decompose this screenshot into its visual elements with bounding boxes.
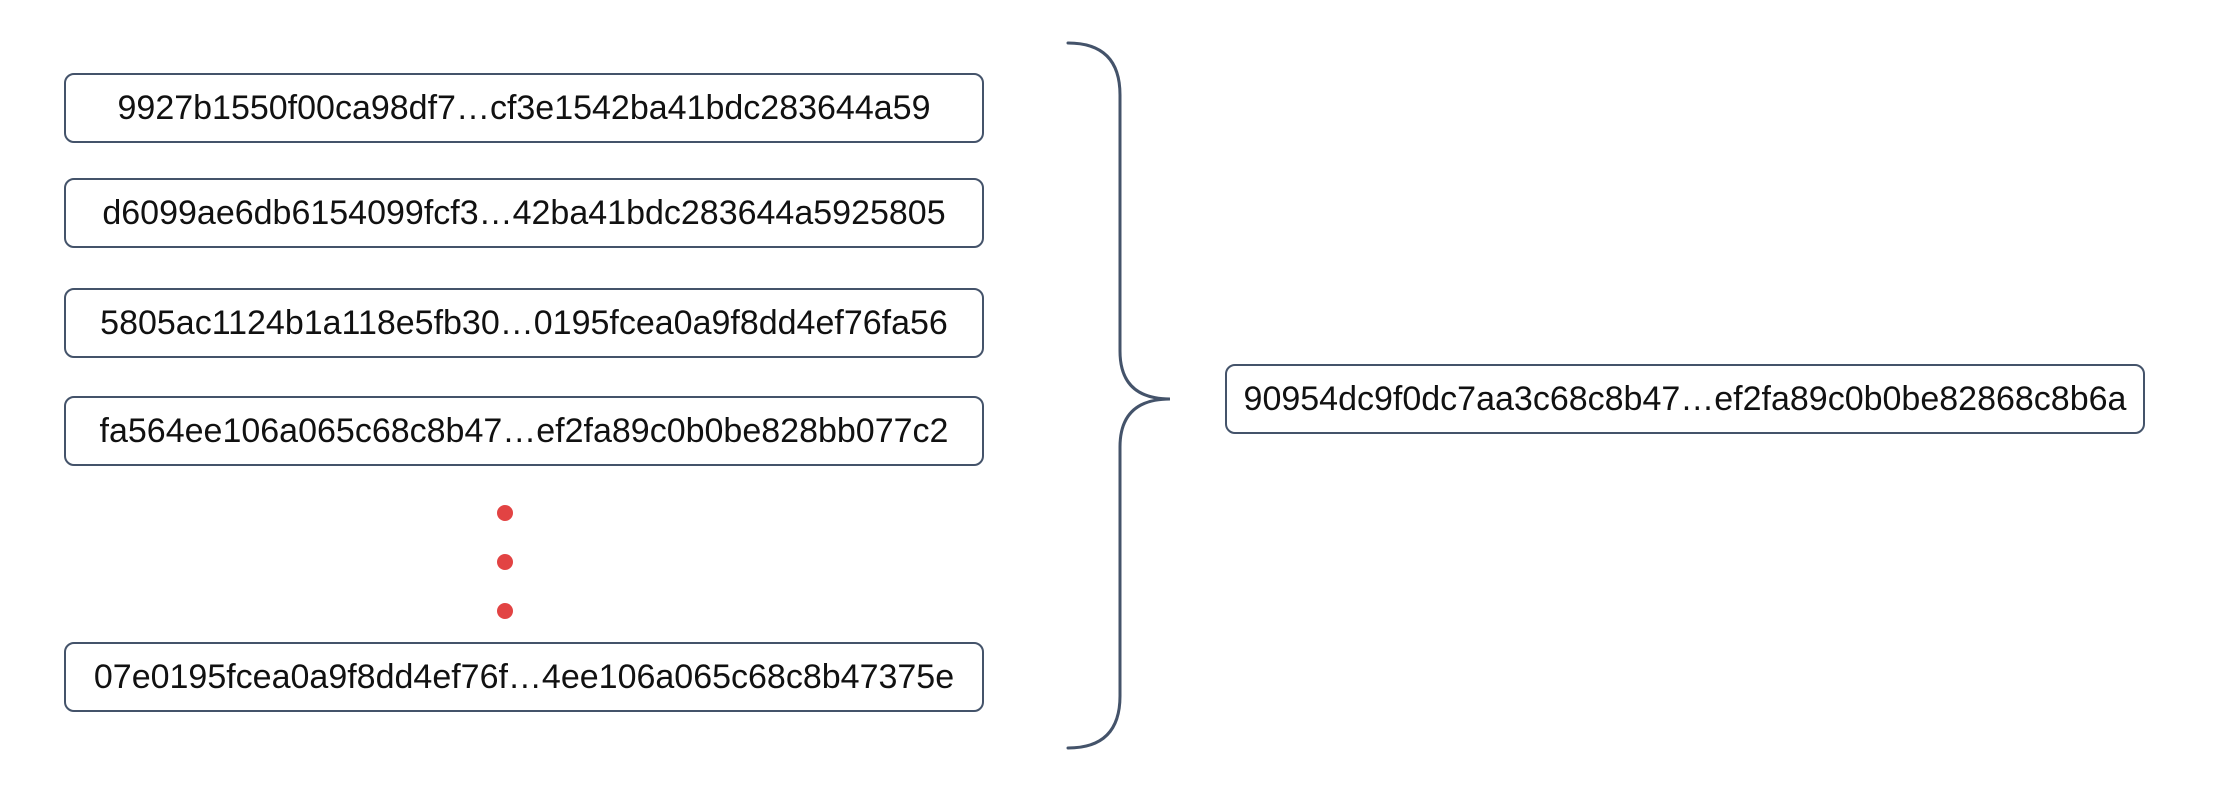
red-dot-icon <box>497 505 513 521</box>
vertical-ellipsis-icon <box>497 505 513 619</box>
hash-text-input-2: d6099ae6db6154099fcf3…42ba41bdc283644a59… <box>102 194 946 232</box>
hash-text-input-4: fa564ee106a065c68c8b47…ef2fa89c0b0be828b… <box>99 412 949 450</box>
hash-box-output: 90954dc9f0dc7aa3c68c8b47…ef2fa89c0b0be82… <box>1225 364 2145 434</box>
hash-text-input-1: 9927b1550f00ca98df7…cf3e1542ba41bdc28364… <box>117 89 931 127</box>
hash-box-input-4: fa564ee106a065c68c8b47…ef2fa89c0b0be828b… <box>64 396 984 466</box>
hash-text-output: 90954dc9f0dc7aa3c68c8b47…ef2fa89c0b0be82… <box>1243 380 2127 418</box>
hash-box-input-3: 5805ac1124b1a118e5fb30…0195fcea0a9f8dd4e… <box>64 288 984 358</box>
hash-text-input-3: 5805ac1124b1a118e5fb30…0195fcea0a9f8dd4e… <box>100 304 948 342</box>
hash-box-input-2: d6099ae6db6154099fcf3…42ba41bdc283644a59… <box>64 178 984 248</box>
hash-text-input-last: 07e0195fcea0a9f8dd4ef76f…4ee106a065c68c8… <box>93 658 955 696</box>
red-dot-icon <box>497 603 513 619</box>
red-dot-icon <box>497 554 513 570</box>
hash-box-input-last: 07e0195fcea0a9f8dd4ef76f…4ee106a065c68c8… <box>64 642 984 712</box>
hash-box-input-1: 9927b1550f00ca98df7…cf3e1542ba41bdc28364… <box>64 73 984 143</box>
